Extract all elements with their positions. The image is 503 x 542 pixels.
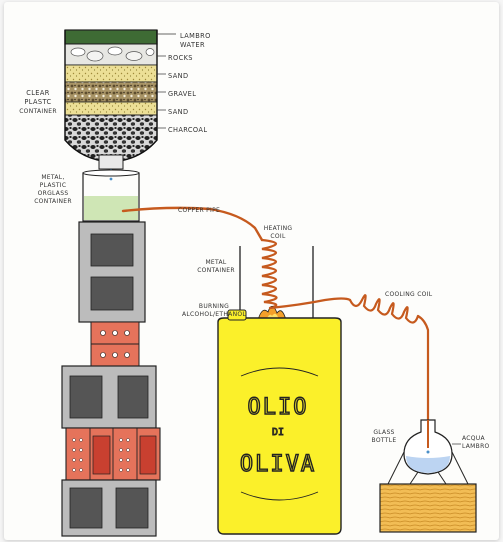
label-copper-pipe: COPPER PIPE	[178, 207, 220, 214]
block-hole	[118, 376, 148, 418]
block-hole	[116, 488, 148, 528]
label-rocks: ROCKS	[168, 54, 193, 62]
sand-bottom-layer	[65, 102, 157, 115]
heating-coil	[262, 240, 277, 308]
gravel-layer	[65, 82, 157, 102]
label-burning: BURNING	[199, 303, 229, 310]
can-word-di: DI	[272, 427, 284, 438]
label-sand-top: SAND	[168, 72, 188, 80]
block-tower	[62, 222, 160, 536]
can-word-oliva: OLIVA	[240, 452, 316, 477]
label-metal: METAL,	[41, 174, 64, 181]
label-container: CONTAINER	[19, 108, 57, 115]
label-container-3: CONTAINER	[197, 267, 235, 274]
label-lambro: LAMBRO	[180, 32, 211, 40]
label-cooling-coil: COOLING COIL	[385, 291, 433, 298]
label-bottle: BOTTLE	[372, 437, 397, 444]
label-glass: GLASS	[373, 429, 394, 436]
label-water: WATER	[180, 41, 205, 49]
label-alcohol: ALCOHOL/ETHANOL	[182, 311, 246, 318]
label-coil: COIL	[270, 233, 286, 240]
block-hole	[91, 234, 133, 266]
label-acqua: ACQUA	[462, 435, 486, 442]
label-metal-2: METAL	[205, 259, 226, 266]
block-hole	[91, 277, 133, 310]
label-charcoal: CHARCOAL	[168, 126, 207, 134]
can-word-olio: OLIO	[248, 395, 309, 420]
label-plastc: PLASTC	[24, 98, 51, 106]
label-plastic: PLASTIC	[40, 182, 67, 189]
label-lambro-2: LAMBRO	[462, 443, 490, 450]
label-sand-bottom: SAND	[168, 108, 188, 116]
lambro-water-layer	[65, 30, 157, 44]
clear-water	[84, 196, 138, 220]
glass-bottle	[404, 420, 452, 474]
block-hole	[70, 376, 102, 418]
label-gravel: GRAVEL	[168, 90, 196, 98]
block-hole	[70, 488, 102, 528]
filter-container	[65, 30, 157, 180]
filter-spout	[99, 155, 123, 169]
label-orglass: ORGLASS	[38, 190, 69, 197]
label-heating: HEATING	[264, 225, 293, 232]
sand-top-layer	[65, 65, 157, 82]
label-clear: CLEAR	[26, 89, 50, 97]
olive-oil-can: OLIO DI OLIVA	[218, 310, 341, 534]
label-container-2: CONTAINER	[34, 198, 72, 205]
wooden-block	[380, 484, 476, 532]
